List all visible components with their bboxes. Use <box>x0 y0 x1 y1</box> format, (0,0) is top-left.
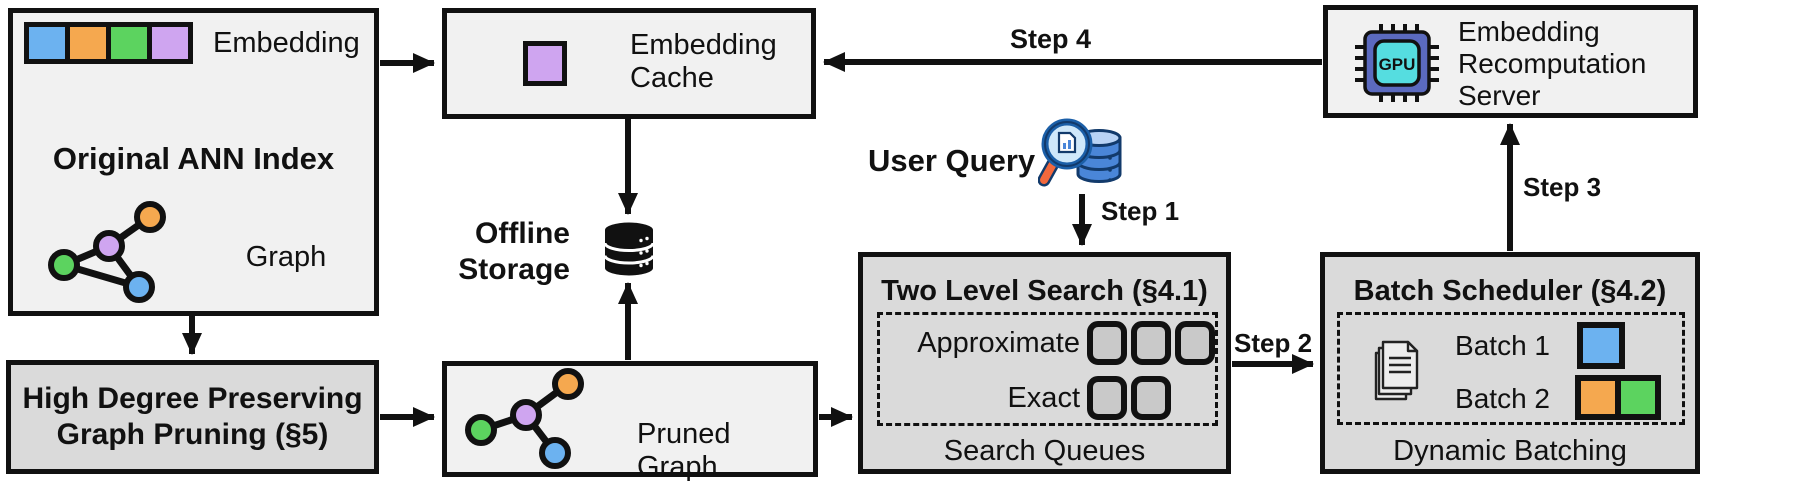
embedding-cell-green <box>111 27 147 59</box>
server-label-line3: Server <box>1458 80 1541 111</box>
batch2-square-orange <box>1581 381 1615 414</box>
queue-slot-icon <box>1087 376 1127 420</box>
graph-pruning-title-line2: Graph Pruning (§5) <box>56 418 329 451</box>
two-level-search-title: Two Level Search (§4.1) <box>881 275 1208 307</box>
embedding-vector-label: Embedding <box>213 27 360 59</box>
step1-label: Step 1 <box>1101 196 1180 226</box>
recomputation-server-box: GPU Embedding Recomputation Server <box>1323 5 1698 118</box>
dynamic-batching-panel: Batch 1 Batch 2 <box>1337 312 1685 425</box>
original-ann-index-title: Original ANN Index <box>52 141 335 176</box>
batch1-square-blue <box>1577 322 1625 369</box>
magnifier-database-icon <box>1038 118 1122 187</box>
database-icon <box>603 222 655 276</box>
step2-label: Step 2 <box>1234 328 1313 358</box>
graph-pruning-box: High Degree Preserving Graph Pruning (§5… <box>6 360 379 474</box>
embedding-cell-blue <box>29 27 65 59</box>
embedding-cache-label-line2: Cache <box>630 62 714 94</box>
original-ann-index-box: Embedding Original ANN Index Graph <box>8 8 379 316</box>
batch2-squares <box>1575 375 1661 420</box>
batch2-label: Batch 2 <box>1455 383 1550 414</box>
pruned-graph-label: Pruned Graph <box>637 418 731 481</box>
graph-pruning-title-line1: High Degree Preserving <box>22 382 363 415</box>
gpu-chip-icon: GPU <box>1355 24 1439 102</box>
queue-slot-icon <box>1175 321 1215 365</box>
batch2-square-green <box>1621 381 1655 414</box>
search-queues-panel: Approximate Exact <box>877 312 1218 426</box>
graph-label: Graph <box>245 241 327 273</box>
two-level-search-box: Two Level Search (§4.1) Approximate Exac… <box>858 252 1231 474</box>
exact-label: Exact <box>1007 382 1080 414</box>
user-query-label: User Query <box>868 143 1036 178</box>
server-label-line2: Recomputation <box>1458 48 1647 79</box>
embedding-cell-purple <box>152 27 188 59</box>
server-label-line1: Embedding <box>1458 16 1600 47</box>
pruned-graph-icon <box>465 368 584 469</box>
documents-stack-icon <box>1374 340 1419 401</box>
embedding-cache-box: Embedding Cache <box>442 8 816 119</box>
embedding-cache-label-line1: Embedding <box>630 29 777 61</box>
cached-embedding-square-icon <box>523 41 567 86</box>
pruned-graph-box: Pruned Graph <box>442 361 818 481</box>
gpu-chip-label: GPU <box>1379 55 1416 74</box>
exact-queues <box>1087 376 1171 420</box>
queue-slot-icon <box>1131 376 1171 420</box>
embedding-cell-orange <box>70 27 106 59</box>
batch1-label: Batch 1 <box>1455 330 1550 361</box>
approximate-queues <box>1087 321 1215 365</box>
queue-slot-icon <box>1087 321 1127 365</box>
offline-storage-label-line1: Offline <box>475 217 570 250</box>
offline-storage-label-line2: Storage <box>458 253 570 286</box>
graph-icon <box>48 201 166 303</box>
approximate-label: Approximate <box>917 327 1080 359</box>
step3-label: Step 3 <box>1523 172 1602 202</box>
dynamic-batching-footer: Dynamic Batching <box>1393 435 1627 467</box>
batch-scheduler-box: Batch Scheduler (§4.2) Batch 1 Batch 2 <box>1320 252 1700 474</box>
embedding-vector-icon <box>24 22 193 64</box>
step4-label: Step 4 <box>1010 24 1092 54</box>
queue-slot-icon <box>1131 321 1171 365</box>
search-queues-footer: Search Queues <box>943 435 1146 467</box>
batch-scheduler-title: Batch Scheduler (§4.2) <box>1353 275 1667 307</box>
